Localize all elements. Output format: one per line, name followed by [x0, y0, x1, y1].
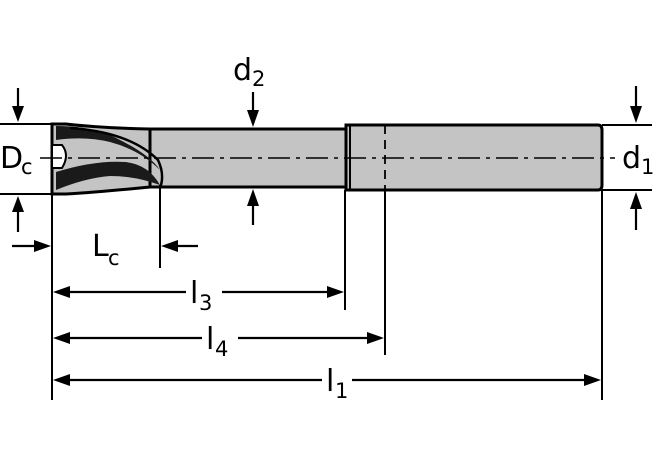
extension-lines: [0, 123, 652, 400]
label-l4-sub: 4: [215, 337, 228, 361]
flute-edge: [69, 126, 164, 189]
flute-upper: [56, 126, 160, 170]
dimension-dc: D c: [0, 88, 33, 232]
dimension-l3: l 3: [53, 276, 344, 315]
label-d2-base: d: [233, 53, 252, 88]
label-d2-sub: 2: [252, 67, 265, 91]
dimension-l1: l 1: [53, 364, 601, 403]
label-l1-base: l: [326, 364, 334, 399]
dimension-d1: d 1: [622, 86, 654, 230]
label-dc-base: D: [0, 141, 23, 176]
label-d1-sub: 1: [641, 155, 654, 179]
label-l1-sub: 1: [335, 379, 348, 403]
label-lc-sub: c: [108, 246, 120, 270]
dimension-d2: d 2: [233, 53, 265, 225]
flute-tip: [51, 144, 67, 169]
label-l3-base: l: [190, 276, 198, 311]
label-l3-sub: 3: [199, 291, 212, 315]
label-d1-base: d: [622, 141, 641, 176]
flute-lower: [56, 161, 160, 190]
dimension-lc: L c: [12, 229, 198, 270]
label-lc-base: L: [92, 229, 109, 264]
dimension-l4: l 4: [53, 322, 384, 361]
label-l4-base: l: [206, 322, 214, 357]
label-dc-sub: c: [21, 155, 33, 179]
end-mill-tool: [50, 122, 604, 196]
